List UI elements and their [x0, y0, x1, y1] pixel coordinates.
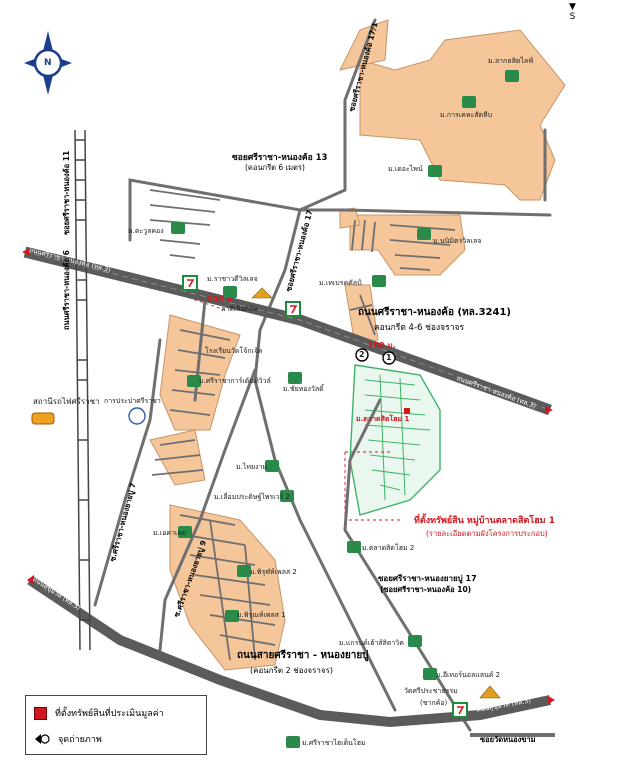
house-icon	[288, 372, 302, 384]
label-tree: ม.ตะวูลคอง	[128, 227, 164, 235]
legend-photo-label: จุดถ่ายภาพ	[58, 735, 102, 745]
house-icon	[417, 228, 431, 240]
label-talat2: ม.ตลาดสิตโฮม 2	[362, 544, 415, 552]
temple-icons	[251, 287, 501, 699]
soi17-sub: (ซอยศรีราชา-หนองค้อ 10)	[380, 585, 472, 594]
railway	[74, 129, 91, 651]
zone-mid-strip	[344, 284, 379, 346]
house-icon	[462, 96, 476, 108]
soi17-title: ซอยศรีราชา-หนองยายบู่ 17	[378, 574, 477, 583]
house-icon	[408, 635, 422, 647]
house-icon	[428, 165, 442, 177]
house-icon	[187, 375, 201, 387]
main-road-title: ถนนศรีราชา-หนองค้อ (ทล.3241)	[358, 307, 511, 318]
main-road-sub: คอนกรีต 4-6 ช่องจราจร	[374, 323, 465, 333]
photo-point-1	[382, 351, 396, 365]
label-klang-sitt: ม.ลากลสิตไลฟ์	[488, 57, 534, 65]
zone-bottom	[169, 504, 286, 671]
legend-box: ที่ตั้งทรัพย์สินที่ประเมินมูลค่า จุดถ่าย…	[25, 695, 207, 755]
house-icon	[178, 526, 192, 538]
photo-point-2-number: 2	[359, 350, 365, 359]
label-thong: ม.ชัยทองวัลดิ์	[283, 385, 324, 393]
station-icon	[31, 412, 55, 425]
house-icon	[265, 460, 279, 472]
label-green: ม.เดอะไพน์	[388, 165, 423, 173]
zone-top-left	[339, 19, 389, 71]
label-bandi: ลาดีเลือกล้ย	[221, 305, 258, 313]
distance-900: 900 ม.	[207, 295, 235, 304]
asset-square-icon	[34, 706, 47, 720]
house-icon	[280, 490, 294, 502]
south-letter: S	[569, 12, 576, 22]
label-grand: ม.แกรนด์เฮ้าส์สิตาวิค	[339, 639, 404, 647]
lower-road-sub: (คอนกรีต 2 ช่องจราจร)	[250, 666, 333, 675]
vertical-left2-label: ถนนศรีราชา-หนองค้อ 6	[62, 250, 71, 330]
house-icon	[286, 736, 300, 748]
zone-mid-right	[349, 214, 466, 276]
subject-village-roads	[364, 374, 431, 501]
house-icon	[171, 222, 185, 234]
label-wat-sub: (ชากค้อ)	[420, 699, 448, 707]
lower-highway	[27, 575, 552, 728]
soi13-sub: (คอนกรีต 6 เมตร)	[245, 163, 305, 172]
photo-point-1-number: 1	[386, 353, 392, 362]
house-icon	[237, 565, 251, 577]
water-logo	[128, 407, 146, 425]
label-tesgrand: ม.เทเบรคคัลป์	[319, 279, 362, 287]
label-phiroon2: ม.พิรุฬห์เพลส 2	[250, 568, 297, 576]
distance-100: 100 ม.	[368, 341, 396, 350]
label-water: การประปาศรีราชา	[104, 397, 161, 405]
label-rongrian: โรงเรียนวัดโจ้กเจ้ด	[205, 347, 263, 355]
subject-sub: (รายละเอียดตามผังโครงการประกอบ)	[426, 529, 548, 538]
vertical-left-label: ซอยศรีราชา-หนองค้อ 11	[62, 150, 71, 235]
label-station: สถานีรถไฟศรีราชา	[33, 397, 100, 406]
label-karn-kheha: ม.การเคหะสัตหีบ	[440, 111, 493, 119]
legend-asset-row: ที่ตั้งทรัพย์สินที่ประเมินมูลค่า	[34, 706, 164, 720]
label-thai: ม.ไทยงาม	[236, 463, 268, 471]
house-icon	[372, 275, 386, 287]
main-highway	[23, 246, 552, 416]
house-icon	[225, 610, 239, 622]
label-phiroon1: ม.พิรุณห์เพลส 1	[237, 611, 286, 619]
soi13-title: ซอยศรีราชา-หนองค้อ 13	[232, 153, 328, 163]
lower-road-title: ถนนสายศรีราชา - หนองยายบู่	[237, 650, 369, 661]
legend-photo-row: จุดถ่ายภาพ	[34, 732, 102, 746]
store-icons	[182, 275, 468, 718]
subject-village-outline	[349, 364, 441, 516]
house-icon	[223, 286, 237, 298]
house-icon	[347, 541, 361, 553]
label-ekarat: ม.เอคาเคย	[153, 529, 187, 537]
compass-north-label: N	[44, 58, 52, 68]
house-icon	[423, 668, 437, 680]
soi-wat-label: ซอยวัดหนองขาม	[480, 735, 536, 744]
legend-asset-label: ที่ตั้งทรัพย์สินที่ประเมินมูลค่า	[55, 709, 164, 719]
camera-direction-icon	[35, 734, 50, 744]
label-eternal: ม.อีเทอร์นอลแลนด์ 2	[436, 671, 501, 679]
label-rachawadee: ม.ราชาวดีวิลเลจ	[207, 275, 258, 283]
highway-arrows	[22, 248, 555, 704]
label-sriracha-garden: ม.ศรีราชาการ์เด้นท์วิวล์	[199, 377, 271, 385]
label-nimit: ม.นนิมิตรวิลเลจ	[433, 237, 482, 245]
compass-south-label: ▼S	[569, 2, 576, 22]
subject-title: ที่ตั้งทรัพย์สิน หมู่บ้านตลาดสิตโฮม 1	[414, 516, 555, 526]
subject-marker	[404, 408, 410, 414]
house-icon	[505, 70, 519, 82]
photo-point-2	[355, 348, 369, 362]
label-chueaprasong: ม.เลื่อมประดิษฐ์ไพรเวร์ 2	[214, 493, 290, 501]
compass-rose	[24, 31, 72, 95]
subject-village-label: ม.ตลาดสิตโฮม 1	[356, 415, 410, 423]
label-sriracha-home: ม.ศรีราชาไฮเต็นโฮม	[302, 739, 366, 747]
label-wat: วัดศรีประชาธรรม	[404, 687, 458, 695]
